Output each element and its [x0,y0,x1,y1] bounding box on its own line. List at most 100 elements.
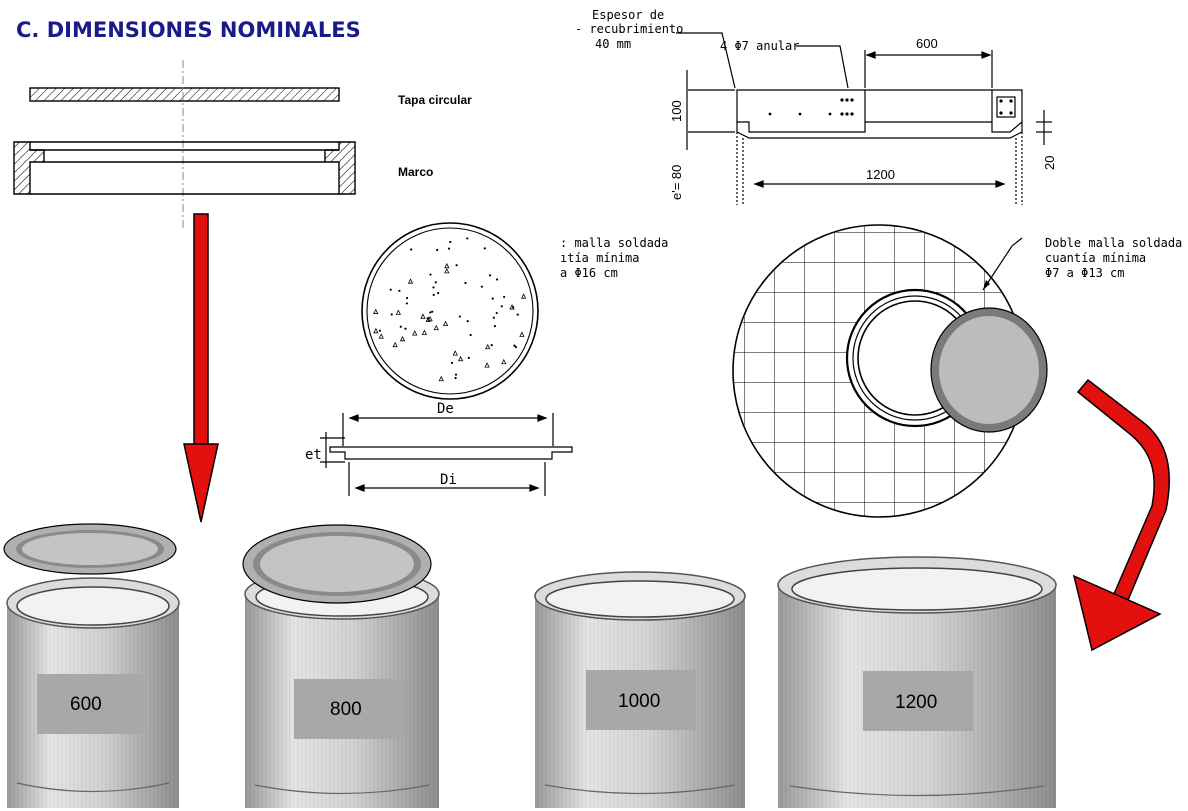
aggregate-speck [514,345,517,349]
aggregate-speck [429,311,432,314]
pipe-600: 600 [3,523,180,808]
cover-frame-drawing: Tapa circular Marco [13,60,472,228]
aggregate-speck [495,278,499,281]
aggregate-speck [392,341,398,348]
svg-text:40 mm: 40 mm [595,37,631,51]
aggregate-speck [410,248,413,251]
svg-text:Doble malla soldada: Doble malla soldada [1045,236,1182,250]
aggregate-speck [513,344,516,347]
frame-section [13,141,356,195]
aggregate-speck [492,316,495,319]
aggregate-speck [378,329,381,332]
aggregate-speck [501,358,507,365]
aggregate-speck [464,281,467,285]
pipe-size-label: 1000 [618,691,660,712]
dimension-20: 20 [1042,156,1057,170]
aggregate-speck [432,286,435,289]
aggregate-speck [438,375,444,382]
aggregate-speck [512,306,515,309]
aggregate-speck [503,295,506,299]
aggregate-speck [520,293,527,299]
aggregate-speck [490,344,493,347]
down-arrow [183,213,219,523]
thickness-label: et [305,447,322,463]
aggregate-speck [433,324,439,331]
aggregate-speck [395,309,401,315]
aggregate-speck [452,350,458,356]
svg-text:Φ7 a Φ13 cm: Φ7 a Φ13 cm [1045,266,1124,280]
svg-text:Espesor de: Espesor de [592,8,664,22]
reinforcement-section-drawing [676,32,1052,205]
aggregate-speck [431,310,434,313]
aggregate-speck [495,311,498,315]
outer-diameter-label: De [437,401,454,417]
aggregate-speck [442,320,449,327]
svg-text:- recubrimiento: - recubrimiento [575,22,683,36]
aggregate-speck [491,297,494,300]
dimension-600: 600 [916,36,938,51]
frame-label: Marco [398,165,433,179]
mesh-slab-plan [732,224,1048,518]
aggregate-speck [425,316,431,322]
aggregate-speck [434,281,437,284]
ring-bars-label: 4 Φ7 anular [720,39,799,53]
pipe-size-label: 800 [330,699,362,720]
aggregate-speck [466,237,469,240]
aggregate-speck [467,356,470,359]
svg-text:: malla soldada: : malla soldada [560,236,668,250]
aggregate-speck [427,315,433,322]
aggregate-speck [493,325,497,328]
page-title: C. DIMENSIONES NOMINALES [16,18,361,42]
aggregate-speck [485,343,491,350]
pipe-size-label: 1200 [895,692,937,713]
aggregate-speck [429,273,432,276]
slab-plan-drawing [361,222,539,400]
aggregate-speck [447,247,451,250]
aggregate-speck [457,355,464,362]
aggregate-speck [399,335,406,342]
aggregate-speck [455,264,458,267]
aggregate-speck [404,327,407,330]
double-mesh-note: Doble malla soldada cuantía mínima Φ7 a … [1045,236,1182,280]
aggregate-speck [449,240,452,244]
aggregate-speck [444,267,450,274]
aggregate-speck [406,296,409,300]
aggregate-speck [389,288,392,291]
aggregate-speck [454,376,457,380]
pipe-1200: 1200 [777,556,1057,808]
aggregate-speck [469,333,472,337]
inner-diameter-label: Di [440,472,457,488]
aggregate-speck [378,333,384,339]
slab-mesh-note: : malla soldada ıtía mínima a Φ16 cm [560,236,668,280]
aggregate-speck [483,247,486,250]
svg-text:cuantía mínima: cuantía mínima [1045,251,1146,265]
aggregate-speck [436,248,439,252]
slab-section-drawing [320,413,573,496]
aggregate-speck [412,330,418,336]
aggregate-speck [484,362,490,368]
circular-cover-section [29,87,340,102]
pipe-1000: 1000 [534,571,746,808]
aggregate-speck [373,308,379,314]
aggregate-speck [399,325,402,328]
aggregate-speck [444,262,450,269]
aggregate-speck [373,327,379,334]
aggregate-speck [450,361,454,364]
svg-text:ıtía mínima: ıtía mínima [560,251,639,265]
dimension-1200: 1200 [866,167,895,182]
aggregate-speck [437,291,440,295]
aggregate-speck [516,313,519,316]
curved-arrow [1072,378,1171,652]
aggregate-speck [454,373,458,376]
aggregate-speck [421,329,428,335]
aggregate-speck [466,320,469,323]
aggregate-speck [519,331,525,337]
cover-thickness-note: Espesor de - recubrimiento 40 mm [575,8,683,51]
aggregate-speck [405,302,408,305]
aggregate-speck [390,313,393,316]
aggregate-speck [480,285,483,288]
svg-text:a Φ16 cm: a Φ16 cm [560,266,618,280]
cover-label: Tapa circular [398,93,472,107]
pipe-800: 800 [242,524,440,808]
